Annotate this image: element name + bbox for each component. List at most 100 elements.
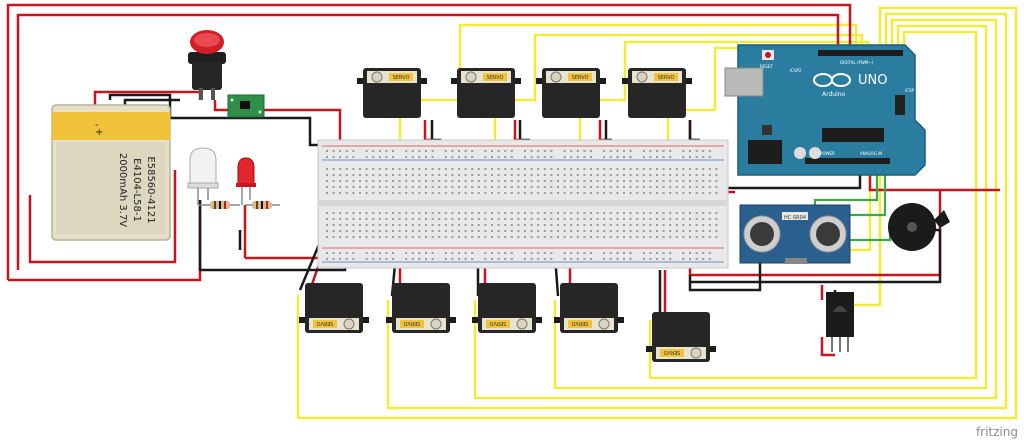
breadboard-hole <box>339 252 342 254</box>
breadboard-hole <box>543 236 546 238</box>
breadboard-hole <box>345 156 348 158</box>
breadboard-hole <box>464 224 467 226</box>
breadboard-hole <box>629 252 632 254</box>
breadboard-hole <box>623 156 625 158</box>
breadboard-hole <box>623 230 625 232</box>
breadboard-hole <box>603 174 606 176</box>
breadboard-hole <box>649 192 652 194</box>
breadboard-hole <box>689 252 691 254</box>
breadboard-hole <box>418 180 421 182</box>
breadboard-hole <box>543 186 546 188</box>
breadboard-hole <box>616 156 619 158</box>
breadboard-hole <box>365 236 368 238</box>
breadboard-hole <box>623 252 625 254</box>
breadboard-hole <box>326 252 328 254</box>
breadboard-hole <box>557 192 559 194</box>
push-switch <box>188 30 226 100</box>
breadboard-hole <box>642 230 645 232</box>
breadboard-hole <box>444 156 447 158</box>
arduino-analog-label: ANALOG IN <box>860 151 882 156</box>
breadboard-hole <box>715 168 718 170</box>
breadboard-hole <box>656 180 658 182</box>
breadboard-hole <box>557 168 559 170</box>
breadboard-hole <box>715 192 718 194</box>
breadboard-hole <box>345 230 348 232</box>
servo-bottom-4: SERVO <box>554 283 624 333</box>
breadboard-hole <box>649 252 652 254</box>
breadboard-hole <box>623 224 625 226</box>
breadboard-hole <box>524 156 526 158</box>
breadboard-hole <box>471 192 474 194</box>
breadboard-hole <box>398 236 401 238</box>
breadboard-hole <box>464 252 467 254</box>
breadboard-hole <box>669 236 672 238</box>
breadboard-hole <box>656 218 658 220</box>
breadboard-hole <box>662 186 665 188</box>
breadboard-hole <box>451 212 454 214</box>
breadboard-hole <box>570 258 573 260</box>
breadboard-hole <box>649 236 652 238</box>
breadboard-hole <box>537 258 540 260</box>
breadboard-hole <box>675 192 678 194</box>
breadboard-hole <box>583 218 586 220</box>
breadboard-hole <box>550 174 553 176</box>
breadboard-hole <box>616 168 619 170</box>
breadboard-hole <box>345 180 348 182</box>
servo-horn <box>516 318 528 330</box>
breadboard-hole <box>365 218 368 220</box>
breadboard-hole <box>510 218 513 220</box>
breadboard-hole <box>418 236 421 238</box>
breadboard-hole <box>616 186 619 188</box>
breadboard-hole <box>444 192 447 194</box>
breadboard-hole <box>477 212 480 214</box>
breadboard-hole <box>649 224 652 226</box>
breadboard-hole <box>563 150 566 152</box>
breadboard-hole <box>510 168 513 170</box>
breadboard-hole <box>530 218 533 220</box>
breadboard-hole <box>623 236 625 238</box>
breadboard-hole <box>484 156 487 158</box>
breadboard-hole <box>517 174 520 176</box>
breadboard-hole <box>623 150 625 152</box>
breadboard-hole <box>656 150 658 152</box>
breadboard-hole <box>636 186 639 188</box>
servo-label-plate <box>400 320 424 328</box>
breadboard-hole <box>385 218 388 220</box>
breadboard-hole <box>675 168 678 170</box>
breadboard-hole <box>669 230 672 232</box>
breadboard-hole <box>590 218 592 220</box>
breadboard-hole <box>530 224 533 226</box>
breadboard-hole <box>669 186 672 188</box>
breadboard-hole <box>444 180 447 182</box>
breadboard-hole <box>365 186 368 188</box>
breadboard-hole <box>425 180 427 182</box>
breadboard-hole <box>530 192 533 194</box>
breadboard-hole <box>649 230 652 232</box>
breadboard-hole <box>689 230 691 232</box>
breadboard-hole <box>603 212 606 214</box>
breadboard-hole <box>524 258 526 260</box>
breadboard-hole <box>649 174 652 176</box>
breadboard-hole <box>405 218 408 220</box>
breadboard-hole <box>557 180 559 182</box>
breadboard-hole <box>669 156 672 158</box>
breadboard-hole <box>695 192 698 194</box>
breadboard-hole <box>352 218 355 220</box>
breadboard-hole <box>425 258 427 260</box>
breadboard-hole <box>576 150 579 152</box>
breadboard-hole <box>326 168 328 170</box>
servo-label: SERVO <box>664 349 681 355</box>
breadboard-hole <box>352 174 355 176</box>
breadboard-hole <box>464 192 467 194</box>
breadboard-hole <box>715 230 718 232</box>
servo-horn <box>690 347 702 359</box>
breadboard-hole <box>392 212 394 214</box>
breadboard-hole <box>636 236 639 238</box>
breadboard-hole <box>444 224 447 226</box>
breadboard-hole <box>326 192 328 194</box>
breadboard-hole <box>504 218 507 220</box>
breadboard-hole <box>405 168 408 170</box>
breadboard-hole <box>464 212 467 214</box>
breadboard-hole <box>590 224 592 226</box>
breadboard-hole <box>451 236 454 238</box>
